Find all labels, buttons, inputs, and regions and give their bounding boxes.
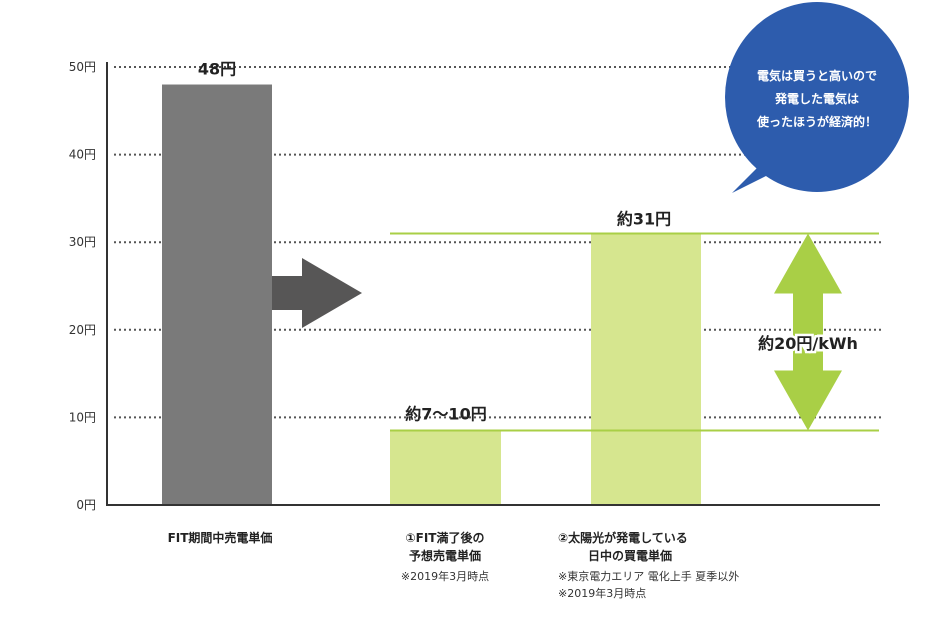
difference-label: 約20円/kWh xyxy=(758,334,858,353)
y-tick-label: 0円 xyxy=(76,498,96,512)
bar xyxy=(390,430,501,505)
value-label: 約31円 xyxy=(617,209,671,228)
bar xyxy=(162,84,272,506)
category-after-fit-line2: 予想売電単価 xyxy=(408,549,481,563)
category-after-fit-line1: ①FIT満了後の xyxy=(405,531,485,545)
y-tick-label: 40円 xyxy=(69,148,96,162)
value-label: 約7〜10円 xyxy=(405,405,486,424)
y-tick-labels: 0円 10円 20円 30円 40円 50円 xyxy=(69,60,96,512)
bars xyxy=(162,84,701,506)
value-label: 48円 xyxy=(198,60,236,79)
y-tick-label: 10円 xyxy=(69,410,96,424)
callout-bubble: 電気は買うと高いので 発電した電気は 使ったほうが経済的！ xyxy=(725,2,909,193)
category-daytime-line1: ②太陽光が発電している xyxy=(558,531,688,545)
right-arrow-icon xyxy=(272,258,362,328)
category-label-fit: FIT期間中売電単価 xyxy=(130,529,310,547)
category-after-fit-note: ※2019年3月時点 xyxy=(400,570,490,583)
reference-lines xyxy=(390,232,879,432)
difference-arrow-icon xyxy=(774,233,842,431)
category-daytime-note1: ※東京電力エリア 電化上手 夏季以外 xyxy=(558,570,740,583)
category-label-after-fit: ①FIT満了後の 予想売電単価 ※2019年3月時点 xyxy=(370,529,520,585)
bar xyxy=(591,233,701,505)
callout-line-3: 使ったほうが経済的！ xyxy=(756,114,877,129)
category-label-daytime: ②太陽光が発電している 日中の買電単価 ※東京電力エリア 電化上手 夏季以外 ※… xyxy=(558,529,818,602)
category-daytime-note2: ※2019年3月時点 xyxy=(558,587,647,600)
category-daytime-line2: 日中の買電単価 xyxy=(588,549,673,563)
y-tick-label: 50円 xyxy=(69,60,96,74)
callout-line-1: 電気は買うと高いので xyxy=(757,68,877,83)
category-fit-line1: FIT期間中売電単価 xyxy=(167,531,273,545)
y-tick-label: 20円 xyxy=(69,323,96,337)
callout-line-2: 発電した電気は xyxy=(774,91,859,106)
y-tick-label: 30円 xyxy=(69,235,96,249)
